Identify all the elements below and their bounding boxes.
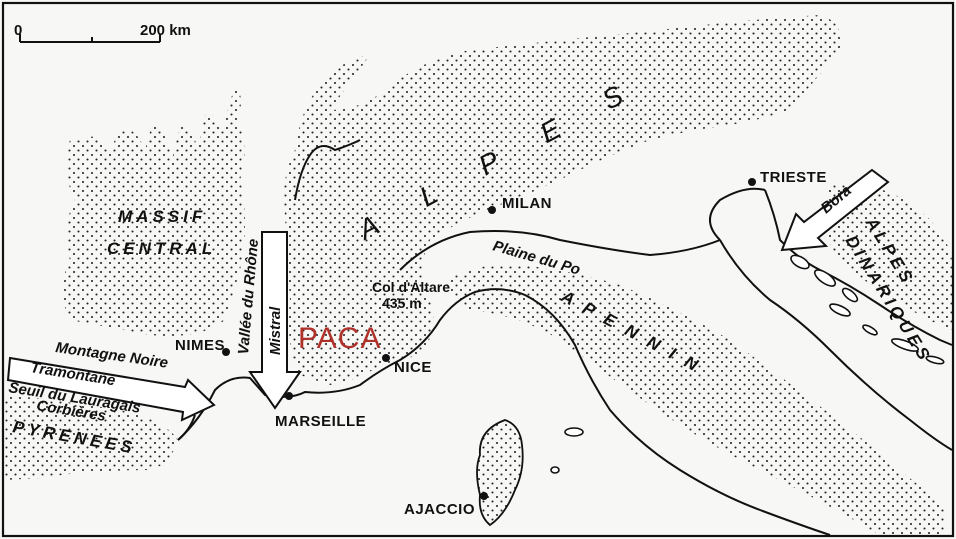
city-markers: [222, 178, 756, 500]
massif-central-label-2: CENTRAL: [107, 239, 216, 258]
ajaccio-label: AJACCIO: [404, 501, 475, 518]
gulf-of-lion-coast: [177, 414, 196, 441]
dinaric-alps-area: [826, 184, 952, 330]
marseille-label: MARSEILLE: [275, 413, 366, 430]
alps-north-edge: [294, 139, 361, 201]
massif-central-label-1: MASSIF: [118, 207, 206, 226]
nimes-dot: [222, 348, 230, 356]
scale-bar: 0 200 km: [14, 22, 191, 43]
po-valley-edge: [399, 230, 721, 271]
dalmatian-islands: [790, 254, 945, 365]
mistral-label: Mistral: [267, 306, 284, 355]
milan-label: MILAN: [502, 195, 552, 212]
trieste-label: TRIESTE: [760, 169, 827, 186]
marseille-dot: [285, 392, 293, 400]
alps-area: [283, 15, 841, 385]
ajaccio-dot: [480, 492, 488, 500]
adriatic-west-coast: [709, 187, 953, 451]
scale-zero-label: 0: [14, 22, 22, 39]
col-altare-label: Col d'Altare: [372, 279, 450, 295]
apennines-area: [440, 264, 945, 535]
scale-distance-label: 200 km: [140, 22, 191, 39]
col-altare-altitude: 435 m: [382, 295, 422, 311]
corsica-island: [476, 419, 524, 527]
massif-central-area: [62, 85, 245, 336]
tyrrhenian-islets: [550, 427, 584, 474]
nice-label: NICE: [394, 359, 432, 376]
paca-region-label: PACA: [298, 322, 381, 355]
mistral-arrow: Mistral: [248, 231, 302, 410]
trieste-dot: [748, 178, 756, 186]
nice-dot: [382, 354, 390, 362]
pyrenees-area: [5, 395, 178, 480]
milan-dot: [488, 206, 496, 214]
nimes-label: NIMES: [175, 337, 225, 354]
